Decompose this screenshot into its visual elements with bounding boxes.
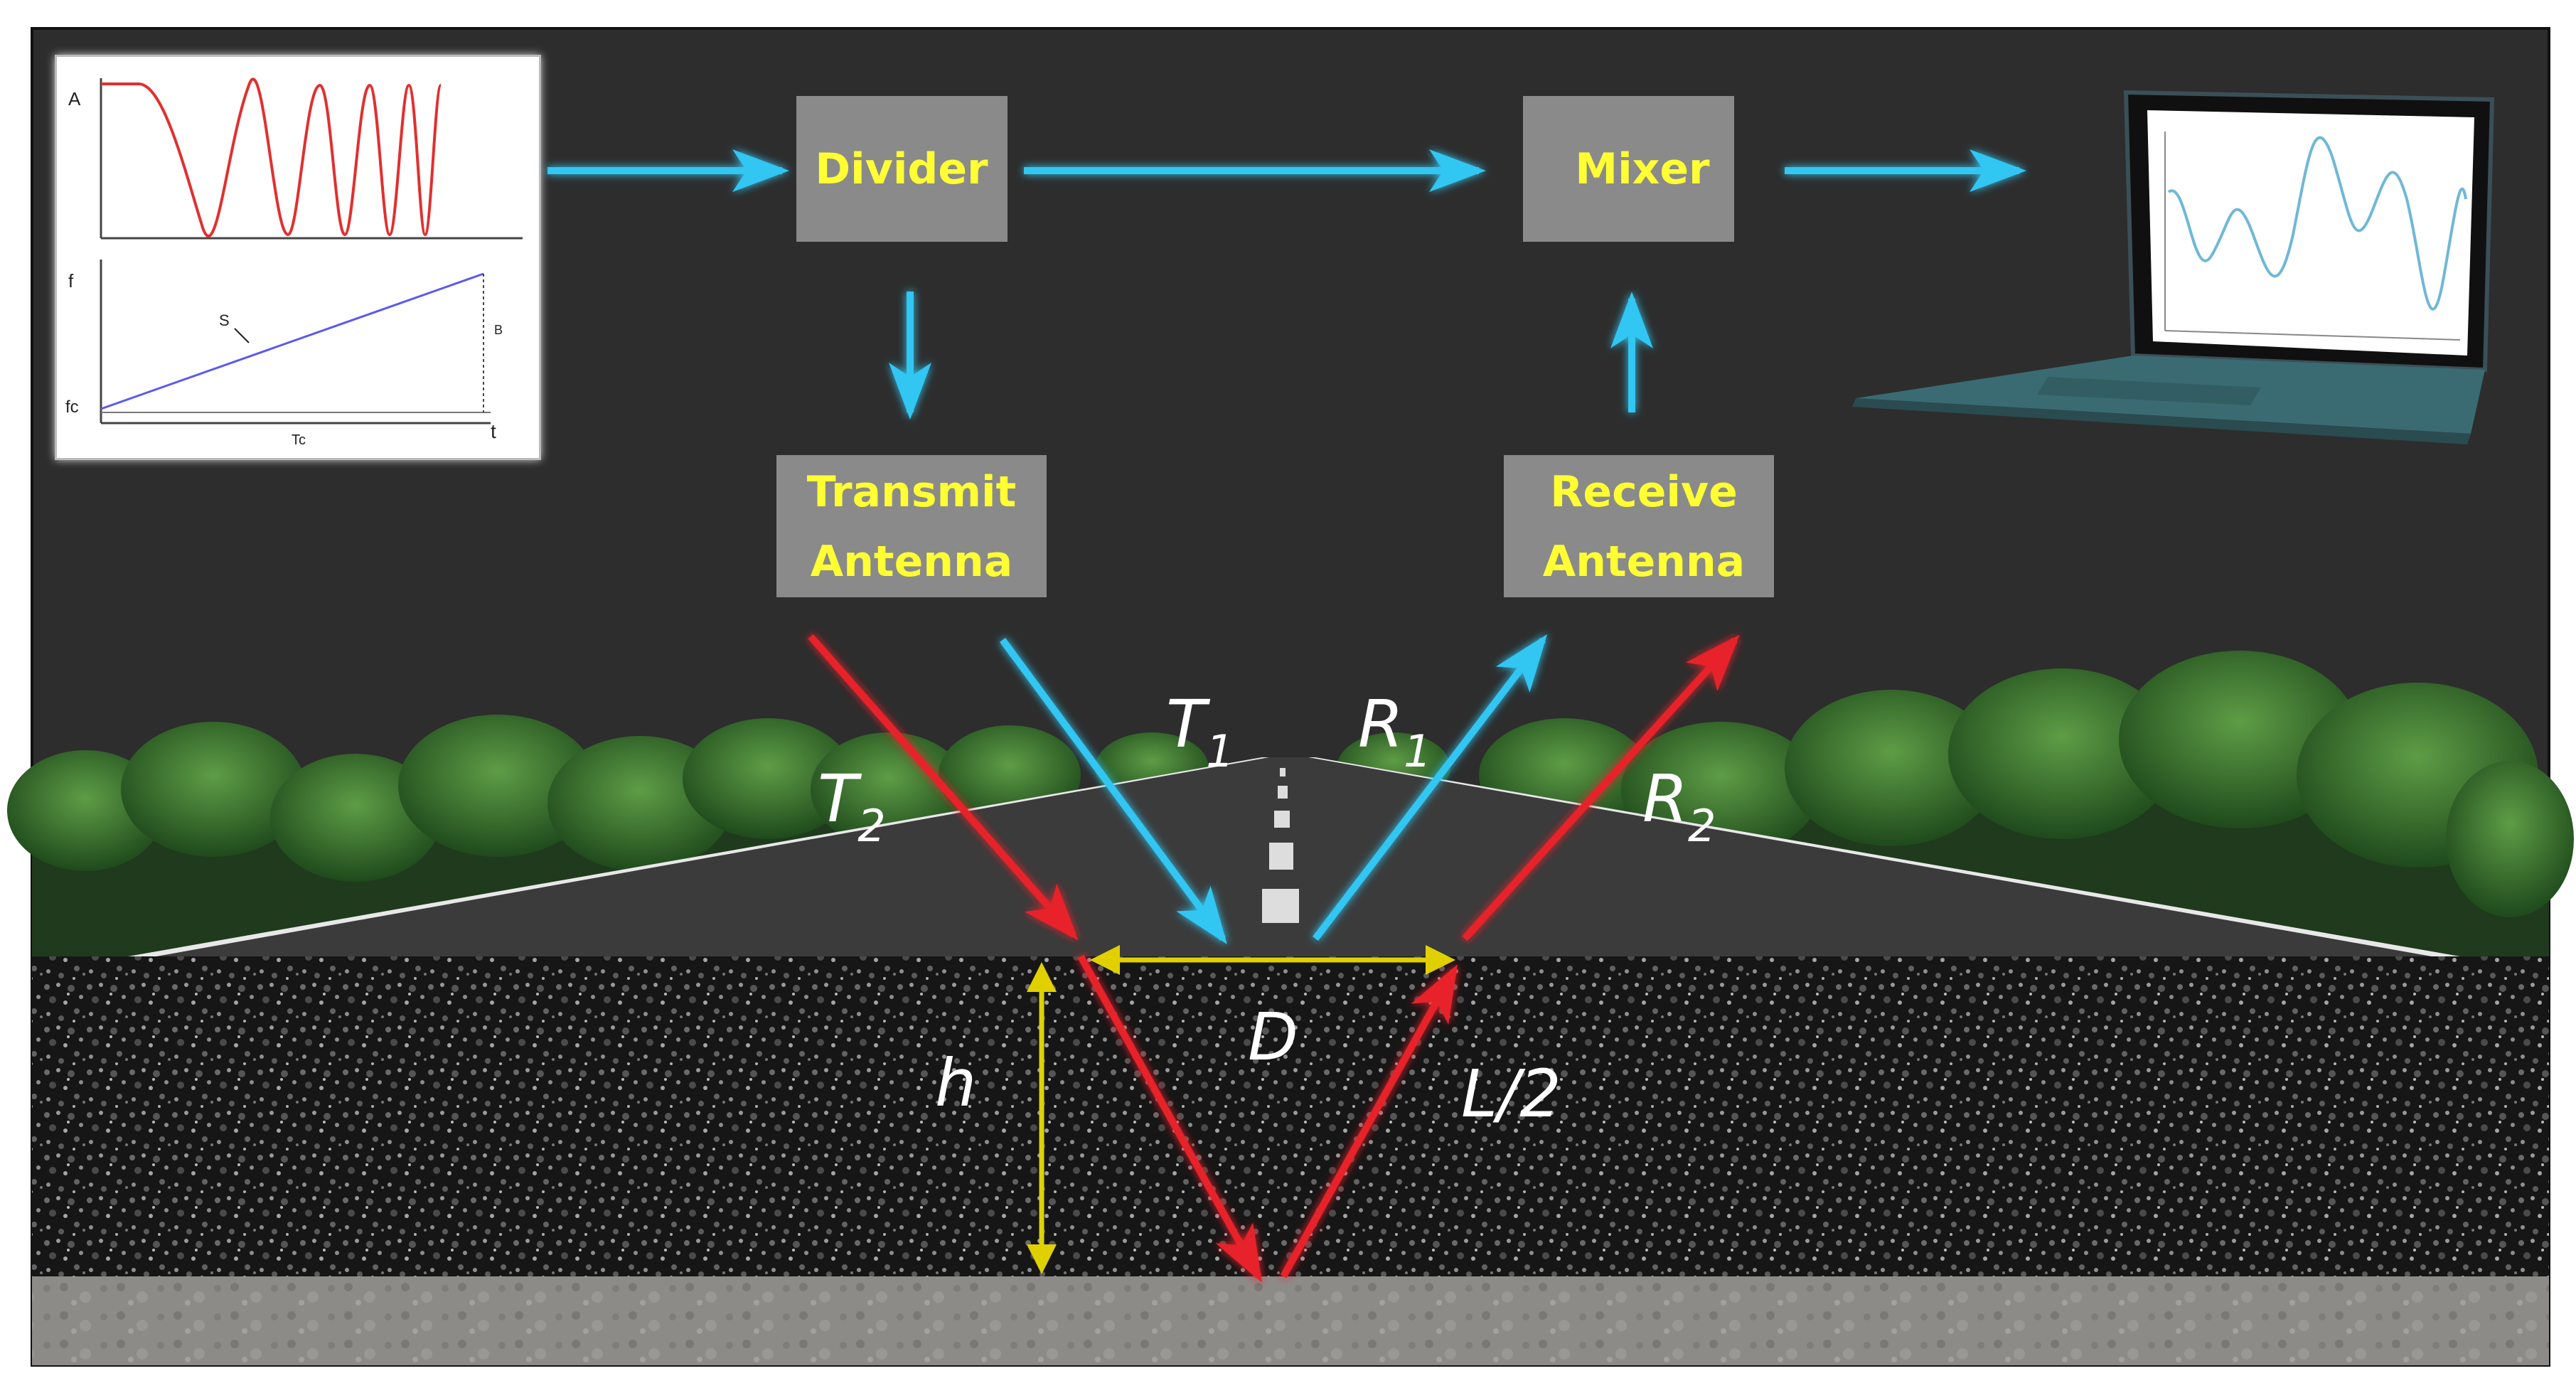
fc-label: fc: [65, 397, 79, 417]
freq-axis-label: f: [68, 270, 74, 292]
road-surface: [128, 757, 2460, 956]
arrow-t1-incident: [999, 638, 1227, 945]
slope-label: S: [219, 311, 230, 329]
chirp-waveform: [101, 78, 442, 237]
label-t2: T2: [818, 761, 886, 852]
arrow-r1-reflected: [1313, 634, 1548, 941]
divider-block: Divider: [796, 96, 1008, 242]
frequency-ramp: [100, 272, 484, 410]
transmit-antenna-line1: Transmit: [807, 467, 1017, 517]
bandwidth-label: B: [494, 323, 503, 337]
receive-antenna-line2: Antenna: [1543, 537, 1745, 587]
receive-antenna-line1: Receive: [1550, 467, 1738, 517]
arrow-refracted-down: [1077, 954, 1262, 1283]
label-h: h: [935, 1045, 976, 1121]
arrow-t2-incident: [808, 634, 1079, 941]
tc-label: Tc: [292, 432, 306, 448]
transmit-antenna-line2: Antenna: [811, 537, 1012, 587]
arrow-refracted-up: [1280, 964, 1458, 1279]
mixer-label: Mixer: [1575, 144, 1710, 194]
beat-signal-waveform: [2167, 136, 2467, 311]
receive-antenna-block: Receive Antenna: [1504, 455, 1774, 597]
arrow-r2-emerging: [1462, 634, 1740, 941]
base-layer: [32, 1276, 2549, 1365]
divider-label: Divider: [815, 144, 988, 194]
transmit-antenna-block: Transmit Antenna: [776, 455, 1047, 597]
laptop-icon: [1852, 90, 2495, 444]
chirp-signal-inset: A f fc S B Tc t: [55, 55, 541, 460]
amp-axis-label: A: [68, 88, 81, 110]
signal-flow-arrows: [547, 149, 2026, 945]
label-t1: T1: [1166, 686, 1234, 777]
subsurface-arrows: [808, 634, 1740, 1283]
path-labels: T1 R1 T2 R2 D h L/2: [818, 686, 1716, 1132]
label-l-half: L/2: [1461, 1056, 1561, 1132]
label-r2: R2: [1642, 761, 1716, 852]
asphalt-layer: [32, 956, 2549, 1276]
time-axis-label: t: [491, 420, 496, 442]
label-r1: R1: [1358, 686, 1431, 777]
dimension-lines: [1027, 945, 1455, 1274]
mixer-block: Mixer: [1523, 96, 1734, 242]
label-d: D: [1248, 999, 1298, 1075]
